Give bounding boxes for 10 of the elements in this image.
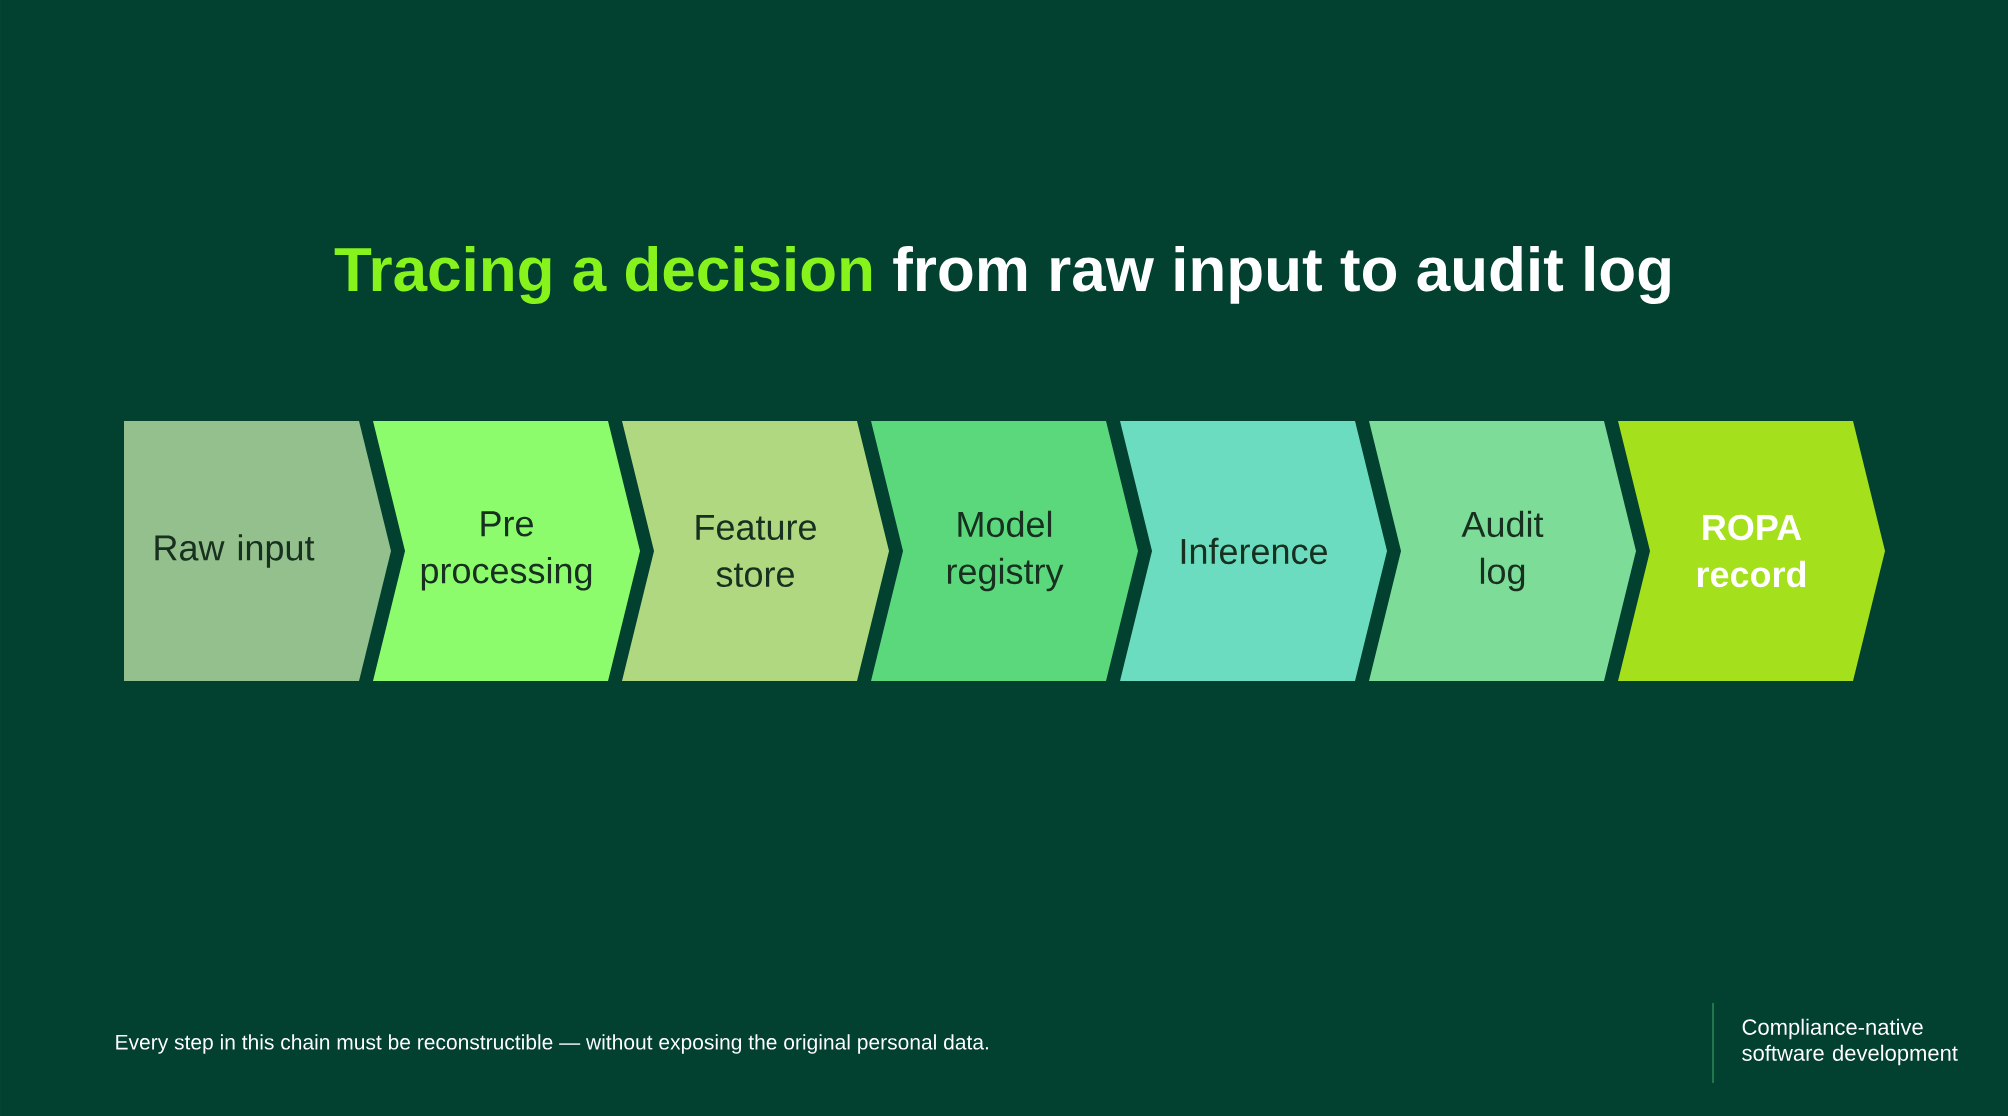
title: Tracing a decision from raw input to audit log — [334, 245, 1670, 304]
chevron-step: Pre processing — [373, 421, 640, 681]
chevron-step: Audit log — [1369, 421, 1636, 681]
footnote: Every step in this chain must be reconstructible — without exposing the original personal data. — [116, 1034, 988, 1054]
chevron-step: Model registry — [871, 421, 1138, 681]
chevron-step: Feature store — [622, 421, 889, 681]
chevron-step: Raw input — [124, 421, 391, 681]
chevron-step: ROPA record — [1618, 421, 1885, 681]
tagline: Compliance-native software development — [1742, 1018, 1958, 1066]
chevron-step: Inference — [1120, 421, 1387, 681]
